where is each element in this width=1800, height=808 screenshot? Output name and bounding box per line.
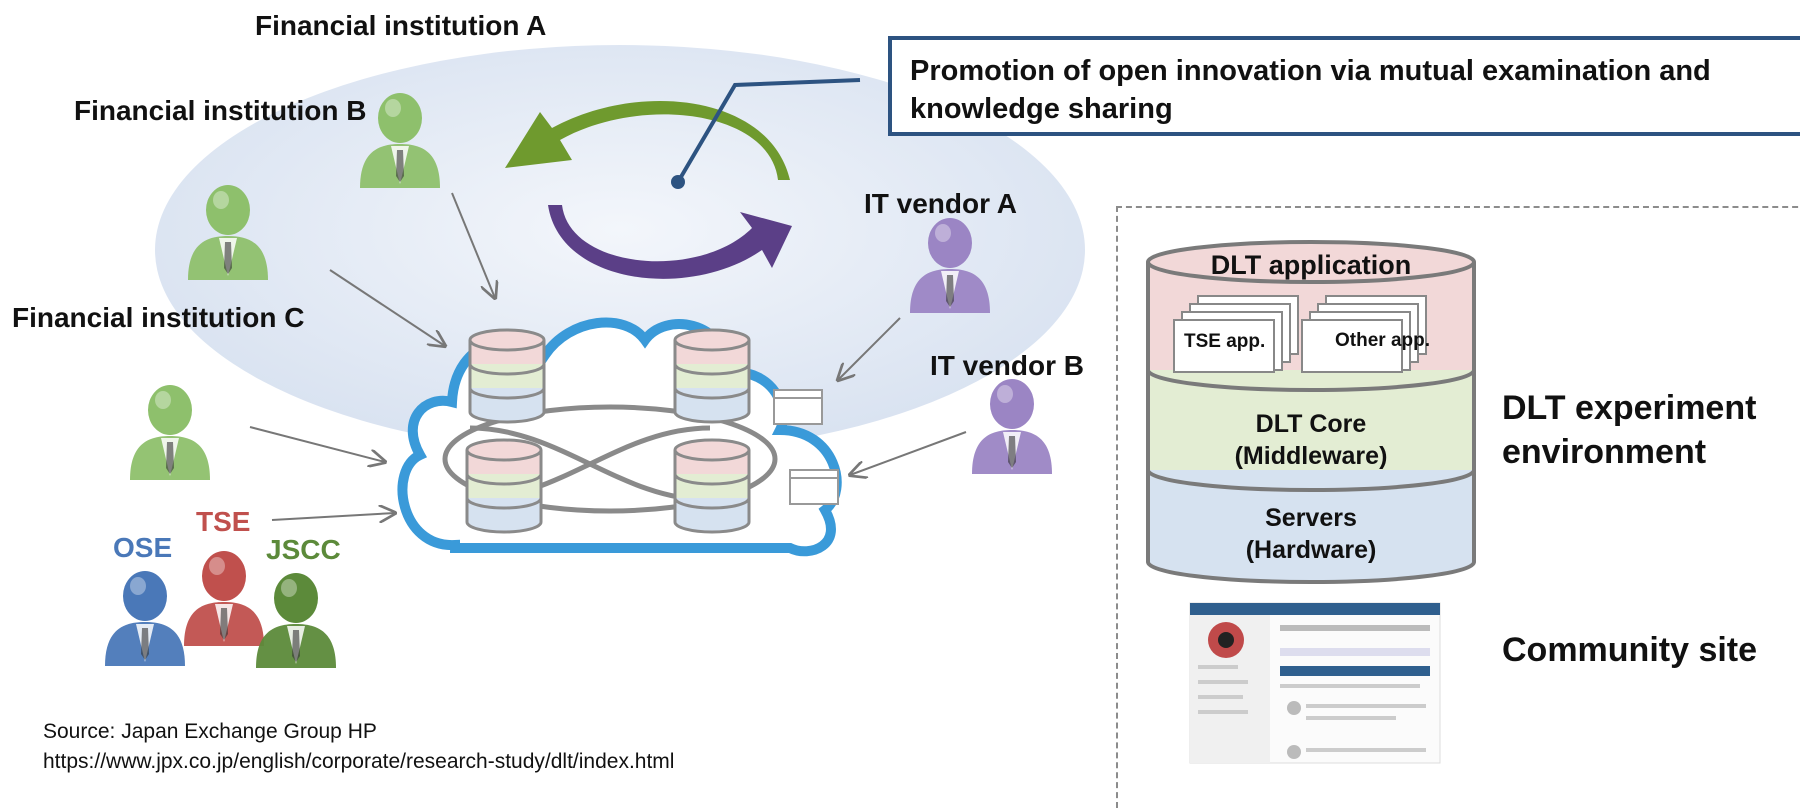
person-tse: [184, 551, 264, 646]
dlt-experiment-environment-title: DLT experiment environment: [1502, 386, 1756, 474]
source-url: https://www.jpx.co.jp/english/corporate/…: [43, 750, 675, 773]
source-line-1: Source: Japan Exchange Group HP: [43, 720, 377, 743]
app-layer-top: [1146, 240, 1476, 284]
ledger-nodes: [465, 328, 751, 534]
person-financial-institution-a: [360, 93, 440, 188]
label-jscc: JSCC: [266, 534, 341, 565]
community-site-screenshot: [1189, 602, 1441, 764]
connector-arrows: [249, 192, 967, 520]
label-financial-institution-c: Financial institution C: [12, 302, 305, 333]
app-window-stacks: [1173, 295, 1427, 373]
label-financial-institution-b: Financial institution B: [74, 95, 367, 126]
person-it-vendor-a: [910, 218, 990, 313]
servers-line1: Servers: [1265, 504, 1357, 532]
dlt-core-line2: (Middleware): [1234, 442, 1388, 470]
experiment-title-line1: DLT experiment: [1502, 389, 1757, 427]
diagram-canvas: [105, 45, 1476, 764]
ledger-node: [465, 438, 543, 534]
dlt-core-line1: DLT Core: [1255, 410, 1367, 438]
callout-dot: [671, 175, 685, 189]
promotion-text: Promotion of open innovation via mutual …: [910, 55, 1711, 125]
purple-cycle-arrow: [548, 205, 792, 279]
servers-line2: (Hardware): [1245, 536, 1377, 564]
dlt-application-title: DLT application: [1210, 250, 1412, 280]
diagram-stage: Financial institution A Financial instit…: [12, 10, 1800, 808]
label-tse: TSE: [196, 506, 251, 537]
community-site-title: Community site: [1502, 631, 1758, 669]
ledger-node: [673, 328, 751, 424]
label-financial-institution-a: Financial institution A: [255, 10, 547, 41]
ledger-node: [673, 438, 751, 534]
person-jscc: [256, 573, 336, 668]
experiment-environment-frame: [1116, 206, 1800, 808]
label-it-vendor-a: IT vendor A: [864, 188, 1017, 219]
person-financial-institution-c: [130, 385, 210, 480]
dlt-core-label: DLT Core (Middleware): [1148, 408, 1474, 472]
person-financial-institution-b: [188, 185, 268, 280]
ledger-node: [468, 328, 546, 424]
tse-app-label: TSE app.: [1184, 331, 1266, 352]
promotion-callout-box: Promotion of open innovation via mutual …: [888, 36, 1800, 136]
callout-line: [676, 78, 861, 184]
person-it-vendor-b: [972, 379, 1052, 474]
window-icons: [773, 389, 839, 505]
cycle-arrows: [505, 78, 861, 279]
person-ose: [105, 571, 185, 666]
experiment-title-line2: environment: [1502, 433, 1707, 471]
servers-label: Servers (Hardware): [1148, 502, 1474, 566]
green-cycle-arrow: [505, 100, 790, 180]
other-app-label: Other app.: [1335, 330, 1431, 351]
label-ose: OSE: [113, 532, 173, 563]
people-icons: [105, 93, 1052, 668]
label-it-vendor-b: IT vendor B: [930, 350, 1085, 381]
